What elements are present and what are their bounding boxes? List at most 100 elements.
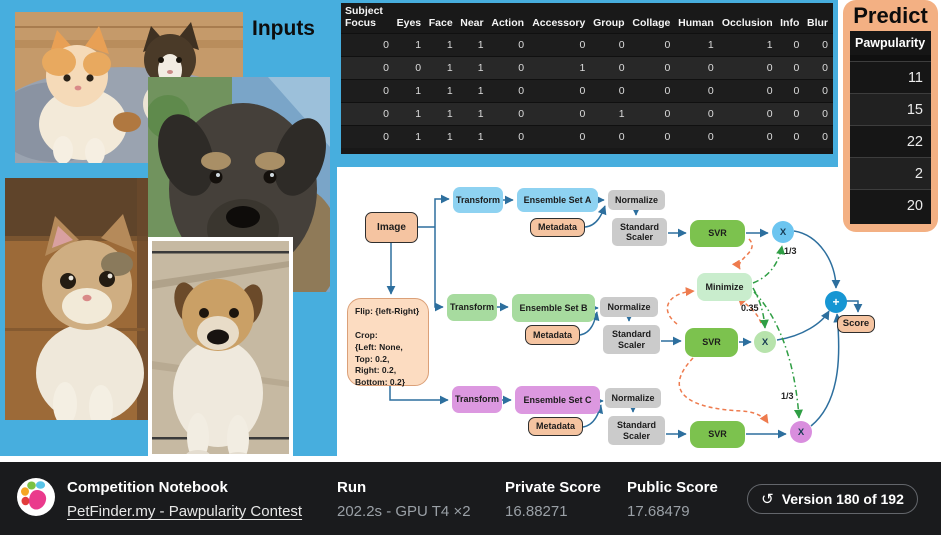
kaggle-footer-bar: Competition Notebook PetFinder.my - Pawp… — [0, 462, 941, 535]
transform-c-node: Transform — [452, 386, 502, 413]
meta-table-cell: 0 — [793, 131, 800, 144]
meta-table-cell: 0 — [707, 62, 714, 75]
pipeline-diagram: Image Flip: {left-Right} Crop: {Left: No… — [337, 160, 941, 460]
meta-table-cell: 0 — [766, 131, 773, 144]
meta-table-cell: 0 — [518, 85, 525, 98]
private-score-value: 16.88271 — [505, 503, 568, 520]
meta-table-cell: 0 — [766, 85, 773, 98]
meta-table-cell: 0 — [618, 85, 625, 98]
meta-column-header: Subject Focus — [341, 3, 394, 34]
normalize-c-node: Normalize — [605, 388, 661, 408]
pawpularity-value-row: 11 — [850, 61, 931, 93]
meta-table-cell: 0 — [518, 108, 525, 121]
meta-table-cell: 1 — [446, 131, 453, 144]
meta-column-header: Collage — [629, 3, 676, 34]
competition-link[interactable]: PetFinder.my - Pawpularity Contest — [67, 503, 303, 520]
version-button[interactable]: ↺ Version 180 of 192 — [747, 484, 918, 514]
meta-column-header: Human — [675, 3, 719, 34]
meta-table-cell: 0 — [793, 108, 800, 121]
meta-table-cell: 1 — [415, 85, 422, 98]
meta-table-cell: 1 — [618, 108, 625, 121]
sum-node: + — [825, 291, 847, 313]
meta-table-cell: 0 — [664, 85, 671, 98]
multiplier-a-node: X — [772, 221, 794, 243]
meta-table-cell: 0 — [579, 85, 586, 98]
notebook-info-block: Competition Notebook PetFinder.my - Pawp… — [67, 479, 302, 520]
meta-table-cell: 0 — [822, 108, 828, 121]
pawpularity-value-row: 22 — [850, 125, 931, 157]
pawpularity-column-header: Pawpularity — [850, 31, 931, 61]
meta-table-cell: 0 — [518, 39, 525, 52]
meta-table-cell: 1 — [415, 108, 422, 121]
petfinder-paw-logo — [17, 478, 55, 516]
meta-table-cell: 1 — [477, 108, 484, 121]
scaler-c-node: Standard Scaler — [608, 416, 665, 445]
meta-table-cell: 0 — [579, 108, 586, 121]
metadata-a-node: Metadata — [530, 218, 585, 237]
run-info-block: Run 202.2s - GPU T4 ×2 — [337, 479, 471, 520]
meta-table-cell: 1 — [446, 39, 453, 52]
public-score-label: Public Score — [627, 479, 718, 496]
meta-table-cell: 0 — [618, 39, 625, 52]
public-score-block: Public Score 17.68479 — [627, 479, 718, 520]
meta-column-header: Occlusion — [718, 3, 778, 34]
svr-c-node: SVR — [690, 421, 745, 448]
pawpularity-value-row: 2 — [850, 157, 931, 189]
meta-table-cell: 0 — [579, 39, 586, 52]
svr-a-node: SVR — [690, 220, 745, 247]
meta-column-header: Near — [457, 3, 489, 34]
meta-table-cell: 0 — [618, 62, 625, 75]
meta-table-cell: 0 — [664, 108, 671, 121]
meta-table-cell: 1 — [446, 62, 453, 75]
transform-a-node: Transform — [453, 187, 503, 213]
ensemble-b-node: Ensemble Set B — [512, 294, 595, 322]
normalize-b-node: Normalize — [600, 297, 658, 317]
metadata-b-node: Metadata — [525, 325, 580, 345]
meta-table-cell: 0 — [415, 62, 422, 75]
meta-column-header: Blur — [804, 3, 833, 34]
meta-table-cell: 1 — [415, 39, 422, 52]
pawpularity-value-row: 20 — [850, 189, 931, 221]
pawpularity-value-row: 15 — [850, 93, 931, 125]
weight-b-label: 0.35 — [741, 303, 759, 313]
meta-table-cell: 0 — [618, 131, 625, 144]
meta-table-cell: 0 — [383, 131, 389, 144]
multiplier-c-node: X — [790, 421, 812, 443]
meta-table-cell: 1 — [477, 62, 484, 75]
meta-column-header: Info — [777, 3, 805, 34]
meta-table-cell: 0 — [579, 131, 586, 144]
meta-table-cell: 0 — [518, 131, 525, 144]
normalize-a-node: Normalize — [608, 190, 665, 210]
meta-column-header: Eyes — [394, 3, 427, 34]
inputs-panel: Inputs — [0, 0, 337, 458]
meta-column-header: Action — [488, 3, 530, 34]
multiplier-b-node: X — [754, 331, 776, 353]
weight-c-label: 1/3 — [781, 391, 794, 401]
inputs-title: Inputs — [252, 17, 315, 40]
meta-column-header: Face — [426, 3, 458, 34]
weight-a-label: 1/3 — [784, 246, 797, 256]
notebook-type-label: Competition Notebook — [67, 479, 228, 496]
meta-table-cell: 0 — [822, 85, 828, 98]
meta-table-cell: 0 — [383, 108, 389, 121]
minimize-node: Minimize — [697, 273, 752, 301]
version-label: Version 180 of 192 — [781, 491, 904, 507]
meta-table-cell: 1 — [477, 131, 484, 144]
score-node: Score — [837, 315, 875, 333]
meta-table-cell: 0 — [766, 62, 773, 75]
meta-table-cell: 0 — [822, 39, 828, 52]
flip-crop-node: Flip: {left-Right} Crop: {Left: None, To… — [347, 298, 429, 387]
meta-column-header: Group — [590, 3, 630, 34]
meta-table-cell: 0 — [822, 62, 828, 75]
ensemble-c-node: Ensemble Set C — [515, 386, 600, 414]
meta-table-cell: 1 — [707, 39, 714, 52]
image-node: Image — [365, 212, 418, 243]
